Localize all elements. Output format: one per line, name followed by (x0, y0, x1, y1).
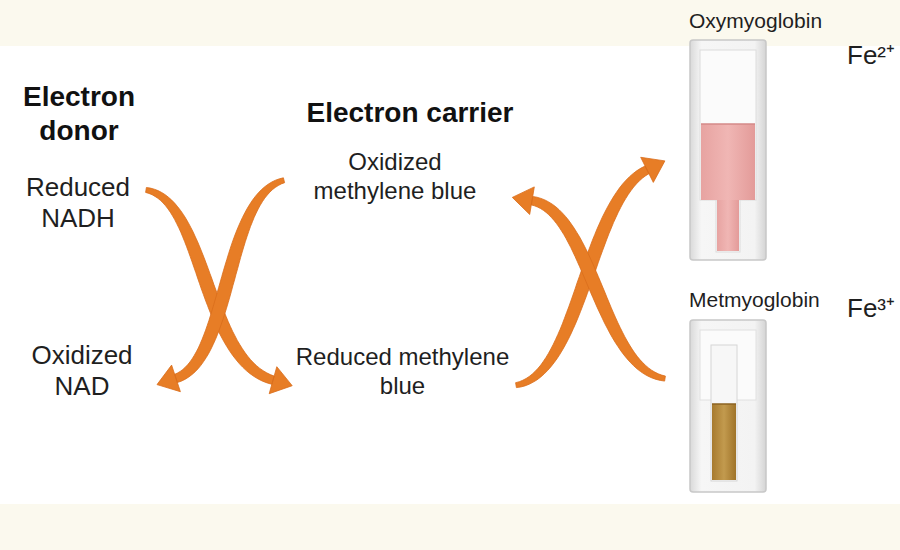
iron-state: Fe³⁺ (847, 293, 895, 324)
node-text: Reduced NADH (6, 172, 150, 234)
curved-arrow (157, 178, 285, 392)
column-heading: Electron donor (4, 80, 154, 147)
curved-arrow (512, 187, 665, 381)
text-node: Oxidized methylene blue (298, 148, 492, 210)
text-node: Reduced methylene blue (293, 343, 512, 405)
text-node: Oxidized NAD (10, 340, 154, 404)
sample-name: Oxymyoglobin (689, 8, 822, 33)
text-node: OxymyoglobinFe²⁺ (685, 6, 897, 262)
sample-name: Metmyoglobin (689, 287, 820, 312)
oxy-cuvette (690, 40, 766, 260)
node-text: Reduced methylene blue (293, 343, 512, 401)
met-cuvette (690, 320, 766, 492)
text-node: Metmyoglobin Fe³⁺ (685, 285, 897, 493)
node-text: Oxidized NAD (10, 340, 154, 402)
text-node: Reduced NADH (6, 172, 150, 236)
node-text: Oxidized methylene blue (298, 148, 492, 206)
iron-state: Fe²⁺ (847, 40, 895, 71)
column-heading: Electron carrier (282, 96, 538, 130)
